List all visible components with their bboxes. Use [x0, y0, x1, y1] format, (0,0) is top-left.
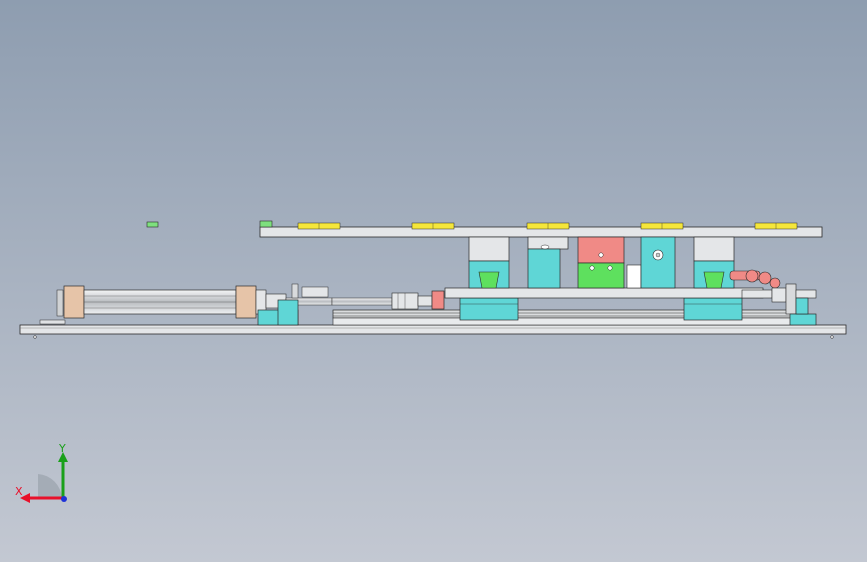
- cylinder-mount-bracket[interactable]: [257, 299, 299, 326]
- die-block-2[interactable]: [527, 236, 569, 289]
- piston-rod[interactable]: [331, 290, 445, 310]
- slide-plate[interactable]: [444, 287, 764, 299]
- floating-marker: [146, 221, 159, 228]
- platen-screws: [297, 222, 798, 230]
- rail-carriage-right[interactable]: [683, 297, 743, 321]
- coordinate-triad: Y X: [15, 442, 68, 503]
- z-axis-dot: [61, 496, 67, 502]
- die-block-4[interactable]: [626, 236, 676, 289]
- air-cylinder[interactable]: [39, 283, 333, 325]
- die-block-center[interactable]: [577, 236, 625, 289]
- rail-carriage-left[interactable]: [459, 297, 519, 321]
- die-block-5[interactable]: [693, 236, 735, 289]
- die-block-1[interactable]: [468, 236, 510, 289]
- red-linkage[interactable]: [729, 269, 781, 289]
- y-axis-label: Y: [58, 442, 66, 455]
- x-axis-label: X: [15, 485, 23, 498]
- end-stop-bracket[interactable]: [741, 283, 817, 326]
